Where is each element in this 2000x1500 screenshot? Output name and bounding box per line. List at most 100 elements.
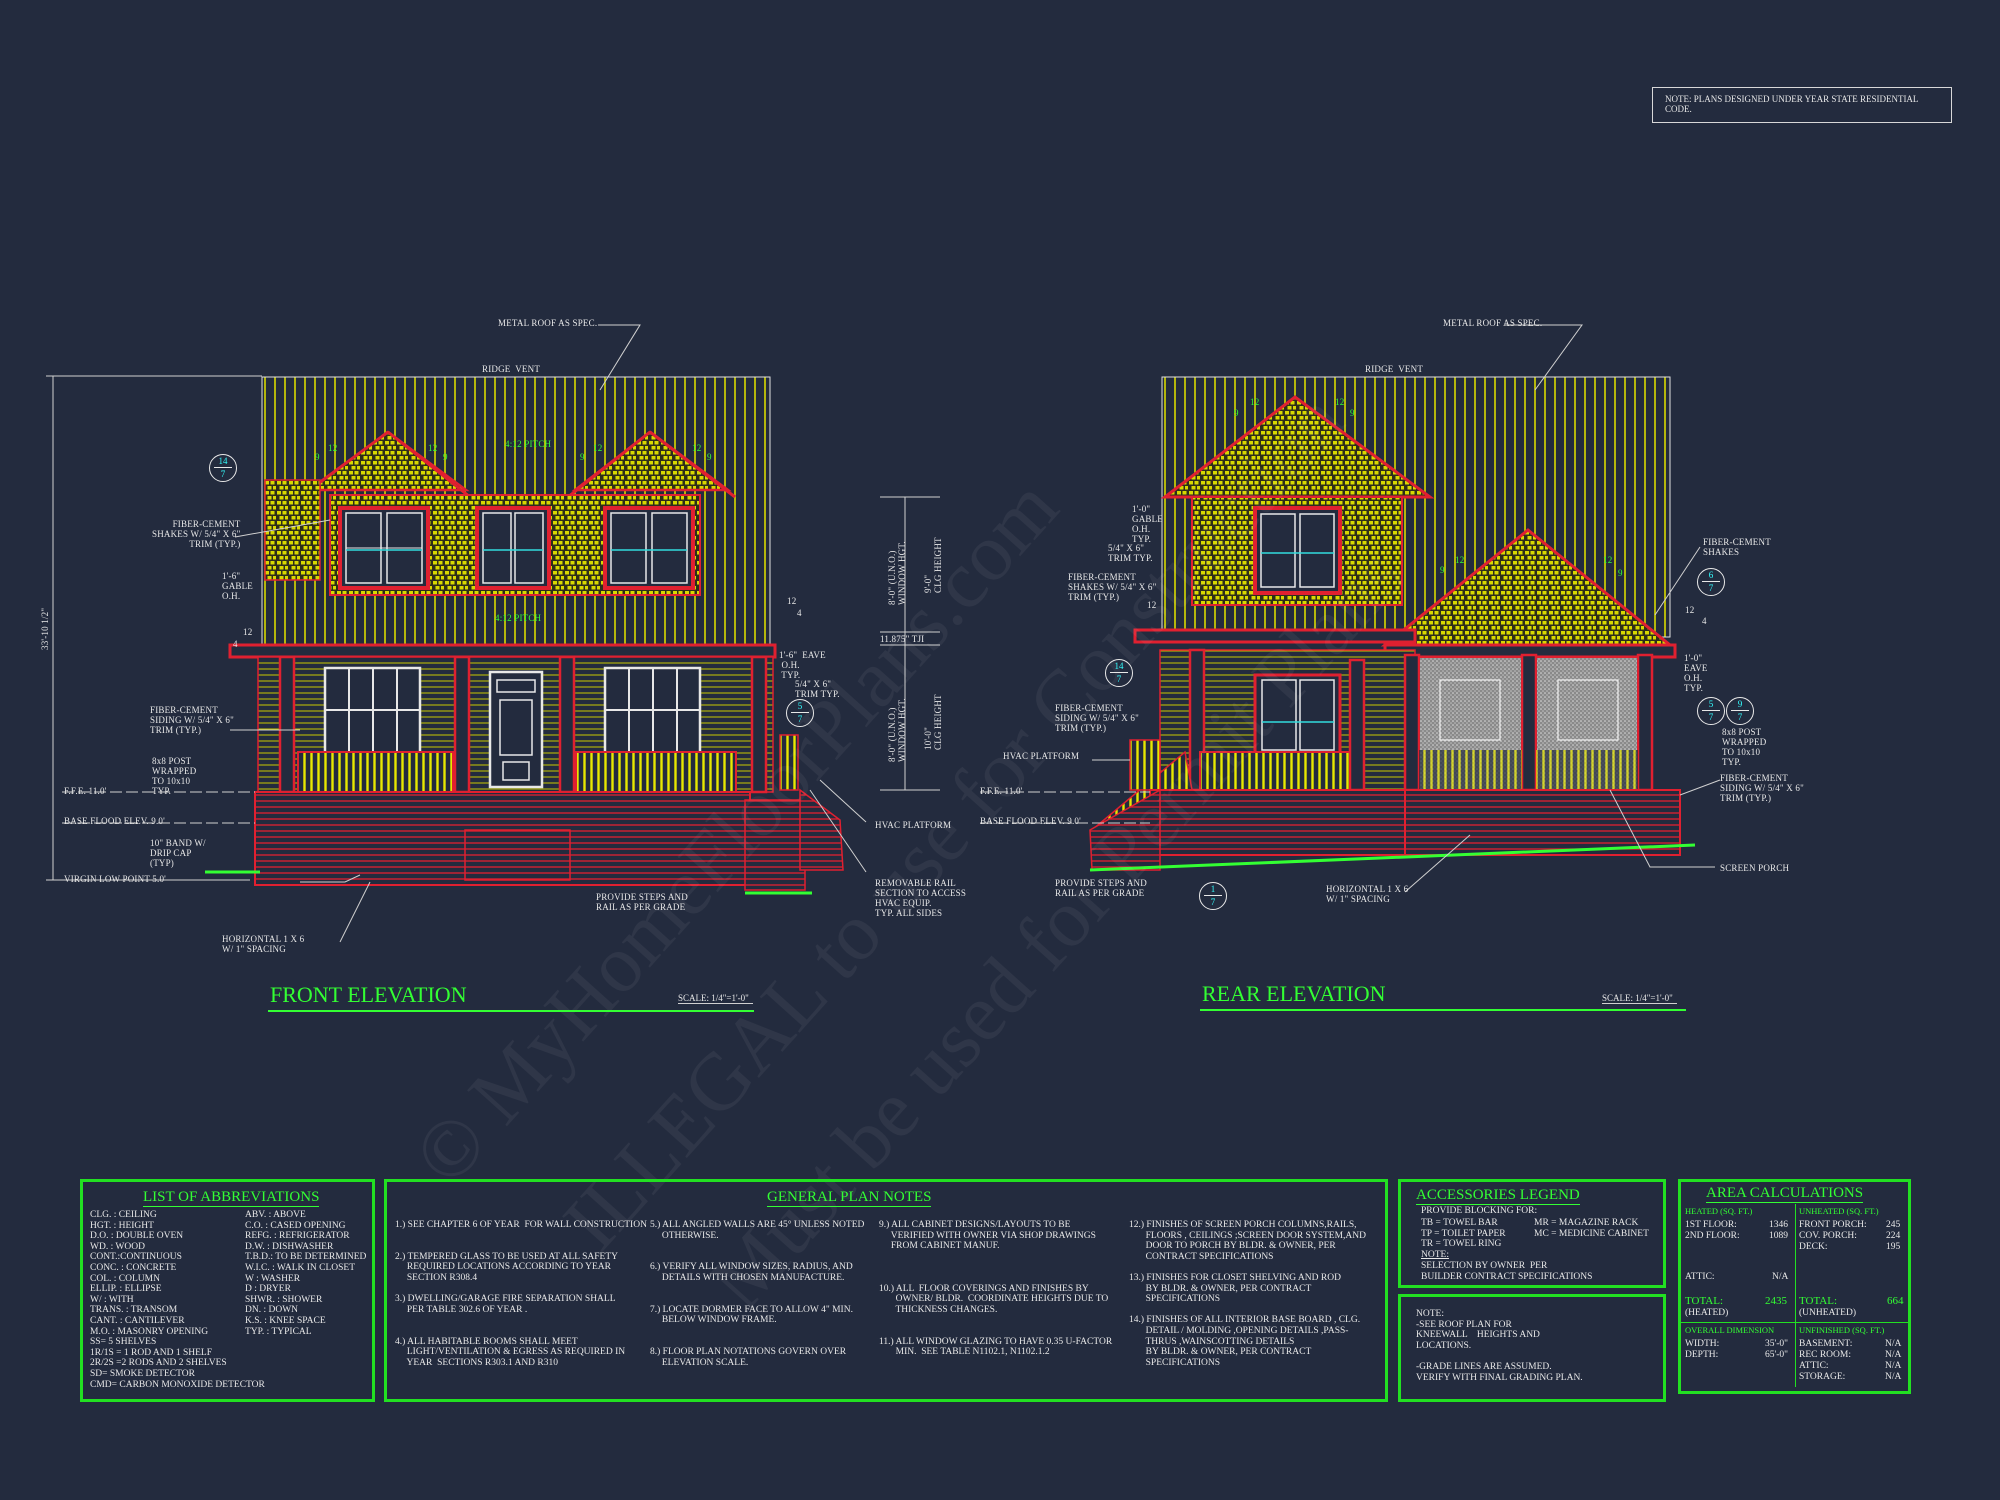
area-row-label: ATTIC: xyxy=(1799,1361,1829,1371)
rear-gable-oh-label: 1'-0" GABLE O.H. TYP. xyxy=(1132,504,1163,544)
rear-siding-left-label: FIBER-CEMENT SIDING W/ 5/4" X 6" TRIM (T… xyxy=(1055,703,1139,733)
slope-9: 9 xyxy=(1350,408,1355,418)
area-row-value: 1089 xyxy=(1769,1231,1788,1241)
front-clg-lower-dim: 10'-0" CLG HEIGHT xyxy=(923,694,943,750)
front-metal-roof-label: METAL ROOF AS SPEC. xyxy=(498,318,598,328)
general-notes-col-3: 9.) ALL CABINET DESIGNS/LAYOUTS TO BE VE… xyxy=(879,1220,1113,1358)
area-row-value: 35'-0" xyxy=(1765,1339,1789,1349)
area-row-value: N/A xyxy=(1885,1339,1902,1349)
front-upper-windows xyxy=(338,506,695,590)
rear-metal-roof-label: METAL ROOF AS SPEC. xyxy=(1443,318,1543,328)
front-removable-rail-label: REMOVABLE RAIL SECTION TO ACCESS HVAC EQ… xyxy=(875,878,967,918)
rear-horizontal-label: HORIZONTAL 1 X 6 W/ 1" SPACING xyxy=(1326,884,1409,904)
rear-elevation-title: REAR ELEVATION xyxy=(1200,981,1686,1011)
rear-screen-porch-label: SCREEN PORCH xyxy=(1720,863,1790,873)
area-row-label: WIDTH: xyxy=(1685,1339,1720,1349)
rear-ridge-vent-label: RIDGE VENT xyxy=(1365,364,1424,374)
rear-steps-label: PROVIDE STEPS AND RAIL AS PER GRADE xyxy=(1055,878,1147,898)
front-bfe-label: BASE FLOOD ELEV. 9.0' xyxy=(64,816,165,826)
rear-screen-porch xyxy=(1418,656,1639,791)
general-notes-col-2: 5.) ALL ANGLED WALLS ARE 45° UNLESS NOTE… xyxy=(650,1220,865,1368)
front-window-hgt-upper-dim: 8'-0" (U.N.O.) WINDOW HGT. xyxy=(887,541,907,605)
rear-shakes-right-label: FIBER-CEMENT SHAKES xyxy=(1703,537,1771,557)
front-siding-label: FIBER-CEMENT SIDING W/ 5/4" X 6" TRIM (T… xyxy=(150,705,234,735)
slope-12: 12 xyxy=(593,443,603,453)
front-overall-height-dim: 33'-10 1/2" xyxy=(40,607,50,650)
slope-9: 9 xyxy=(315,452,320,462)
total-unheated-value: 664 xyxy=(1887,1295,1904,1307)
abbreviations-panel: LIST OF ABBREVIATIONS CLG. : CEILING HGT… xyxy=(80,1179,375,1402)
slope-9: 9 xyxy=(443,452,448,462)
slope-12: 12 xyxy=(1603,555,1613,565)
area-row-value: 245 xyxy=(1886,1220,1901,1230)
front-virgin-label: VIRGIN LOW POINT 5.0' xyxy=(64,874,166,884)
area-row-label: REC ROOM: xyxy=(1799,1350,1851,1360)
rear-trim-label: 5/4" X 6" TRIM TYP. xyxy=(1108,543,1153,563)
area-row-label: COV. PORCH: xyxy=(1799,1231,1857,1241)
grading-note-panel: NOTE: -SEE ROOF PLAN FOR KNEEWALL HEIGHT… xyxy=(1398,1294,1666,1402)
slope-9: 9 xyxy=(707,452,712,462)
slope-12: 12 xyxy=(1250,397,1260,407)
area-row-value: N/A xyxy=(1772,1272,1789,1282)
accessories-col-1: TB = TOWEL BAR TP = TOILET PAPER TR = TO… xyxy=(1421,1218,1506,1250)
total-unheated-label: TOTAL: xyxy=(1799,1295,1838,1307)
front-post-label: 8x8 POST WRAPPED TO 10x10 TYP. xyxy=(152,756,197,796)
total-heated-sub: (HEATED) xyxy=(1685,1308,1729,1318)
heated-heading: HEATED (SQ. FT.) xyxy=(1685,1206,1753,1216)
rear-post-label: 8x8 POST WRAPPED TO 10x10 TYP. xyxy=(1722,727,1767,767)
accessories-col-2: MR = MAGAZINE RACK MC = MEDICINE CABINET xyxy=(1534,1218,1649,1239)
total-heated-value: 2435 xyxy=(1765,1295,1787,1307)
area-title: AREA CALCULATIONS xyxy=(1706,1185,1864,1203)
front-steps-label: PROVIDE STEPS AND RAIL AS PER GRADE xyxy=(596,892,688,912)
front-clg-upper-dim: 9'-0" CLG HEIGHT xyxy=(923,537,943,593)
grading-note-text: NOTE: -SEE ROOF PLAN FOR KNEEWALL HEIGHT… xyxy=(1416,1309,1583,1383)
slope-12: 12 xyxy=(243,627,253,637)
front-band-label: 10" BAND W/ DRIP CAP (TYP) xyxy=(150,838,206,868)
front-scale-label: SCALE: 1/4"=1'-0" xyxy=(678,993,753,1004)
general-notes-title: GENERAL PLAN NOTES xyxy=(767,1189,932,1207)
front-elevation xyxy=(46,324,940,943)
front-ridge-vent-label: RIDGE VENT xyxy=(482,364,541,374)
area-row-label: 1ST FLOOR: xyxy=(1685,1220,1737,1230)
accessories-note-text: SELECTION BY OWNER PER BUILDER CONTRACT … xyxy=(1421,1261,1593,1282)
unheated-heading: UNHEATED (SQ. FT.) xyxy=(1799,1206,1879,1216)
slope-12: 12 xyxy=(692,443,702,453)
total-unheated-sub: (UNHEATED) xyxy=(1799,1308,1856,1318)
area-row-label: BASEMENT: xyxy=(1799,1339,1853,1349)
slope-12: 12 xyxy=(1685,605,1695,615)
front-eave-label: 1'-6" EAVE O.H. TYP. xyxy=(779,650,826,680)
front-hvac-label: HVAC PLATFORM xyxy=(875,820,952,830)
area-row-value: 1346 xyxy=(1769,1220,1788,1230)
area-row-label: 2ND FLOOR: xyxy=(1685,1231,1740,1241)
front-pitch-lower-label: 4:12 PITCH xyxy=(495,613,542,623)
accessories-note-label: NOTE: xyxy=(1421,1250,1449,1260)
rear-eave-label: 1'-0" EAVE O.H. TYP. xyxy=(1684,653,1708,693)
area-row-value: N/A xyxy=(1885,1361,1902,1371)
area-row-value: N/A xyxy=(1885,1372,1902,1382)
slope-12: 12 xyxy=(1147,600,1157,610)
overall-dimension-heading: OVERALL DIMENSION xyxy=(1685,1325,1775,1335)
accessories-intro: PROVIDE BLOCKING FOR: xyxy=(1421,1206,1538,1216)
front-trim-label: 5/4" X 6" TRIM TYP. xyxy=(795,679,840,699)
area-row-label: FRONT PORCH: xyxy=(1799,1220,1867,1230)
rear-elevation xyxy=(980,324,1721,893)
abbreviations-title: LIST OF ABBREVIATIONS xyxy=(143,1189,320,1207)
slope-12: 12 xyxy=(1335,397,1345,407)
rear-upper-window xyxy=(1253,506,1342,595)
area-row-label: ATTIC: xyxy=(1685,1272,1715,1282)
area-row-value: N/A xyxy=(1885,1350,1902,1360)
slope-12: 12 xyxy=(1455,555,1465,565)
area-row-label: DECK: xyxy=(1799,1242,1828,1252)
front-tji-dim: 11.875" TJI xyxy=(880,634,925,644)
slope-12: 12 xyxy=(428,443,438,453)
rear-shakes-left-label: FIBER-CEMENT SHAKES W/ 5/4" X 6" TRIM (T… xyxy=(1068,572,1157,602)
slope-4: 4 xyxy=(797,608,802,618)
area-row-label: STORAGE: xyxy=(1799,1372,1846,1382)
